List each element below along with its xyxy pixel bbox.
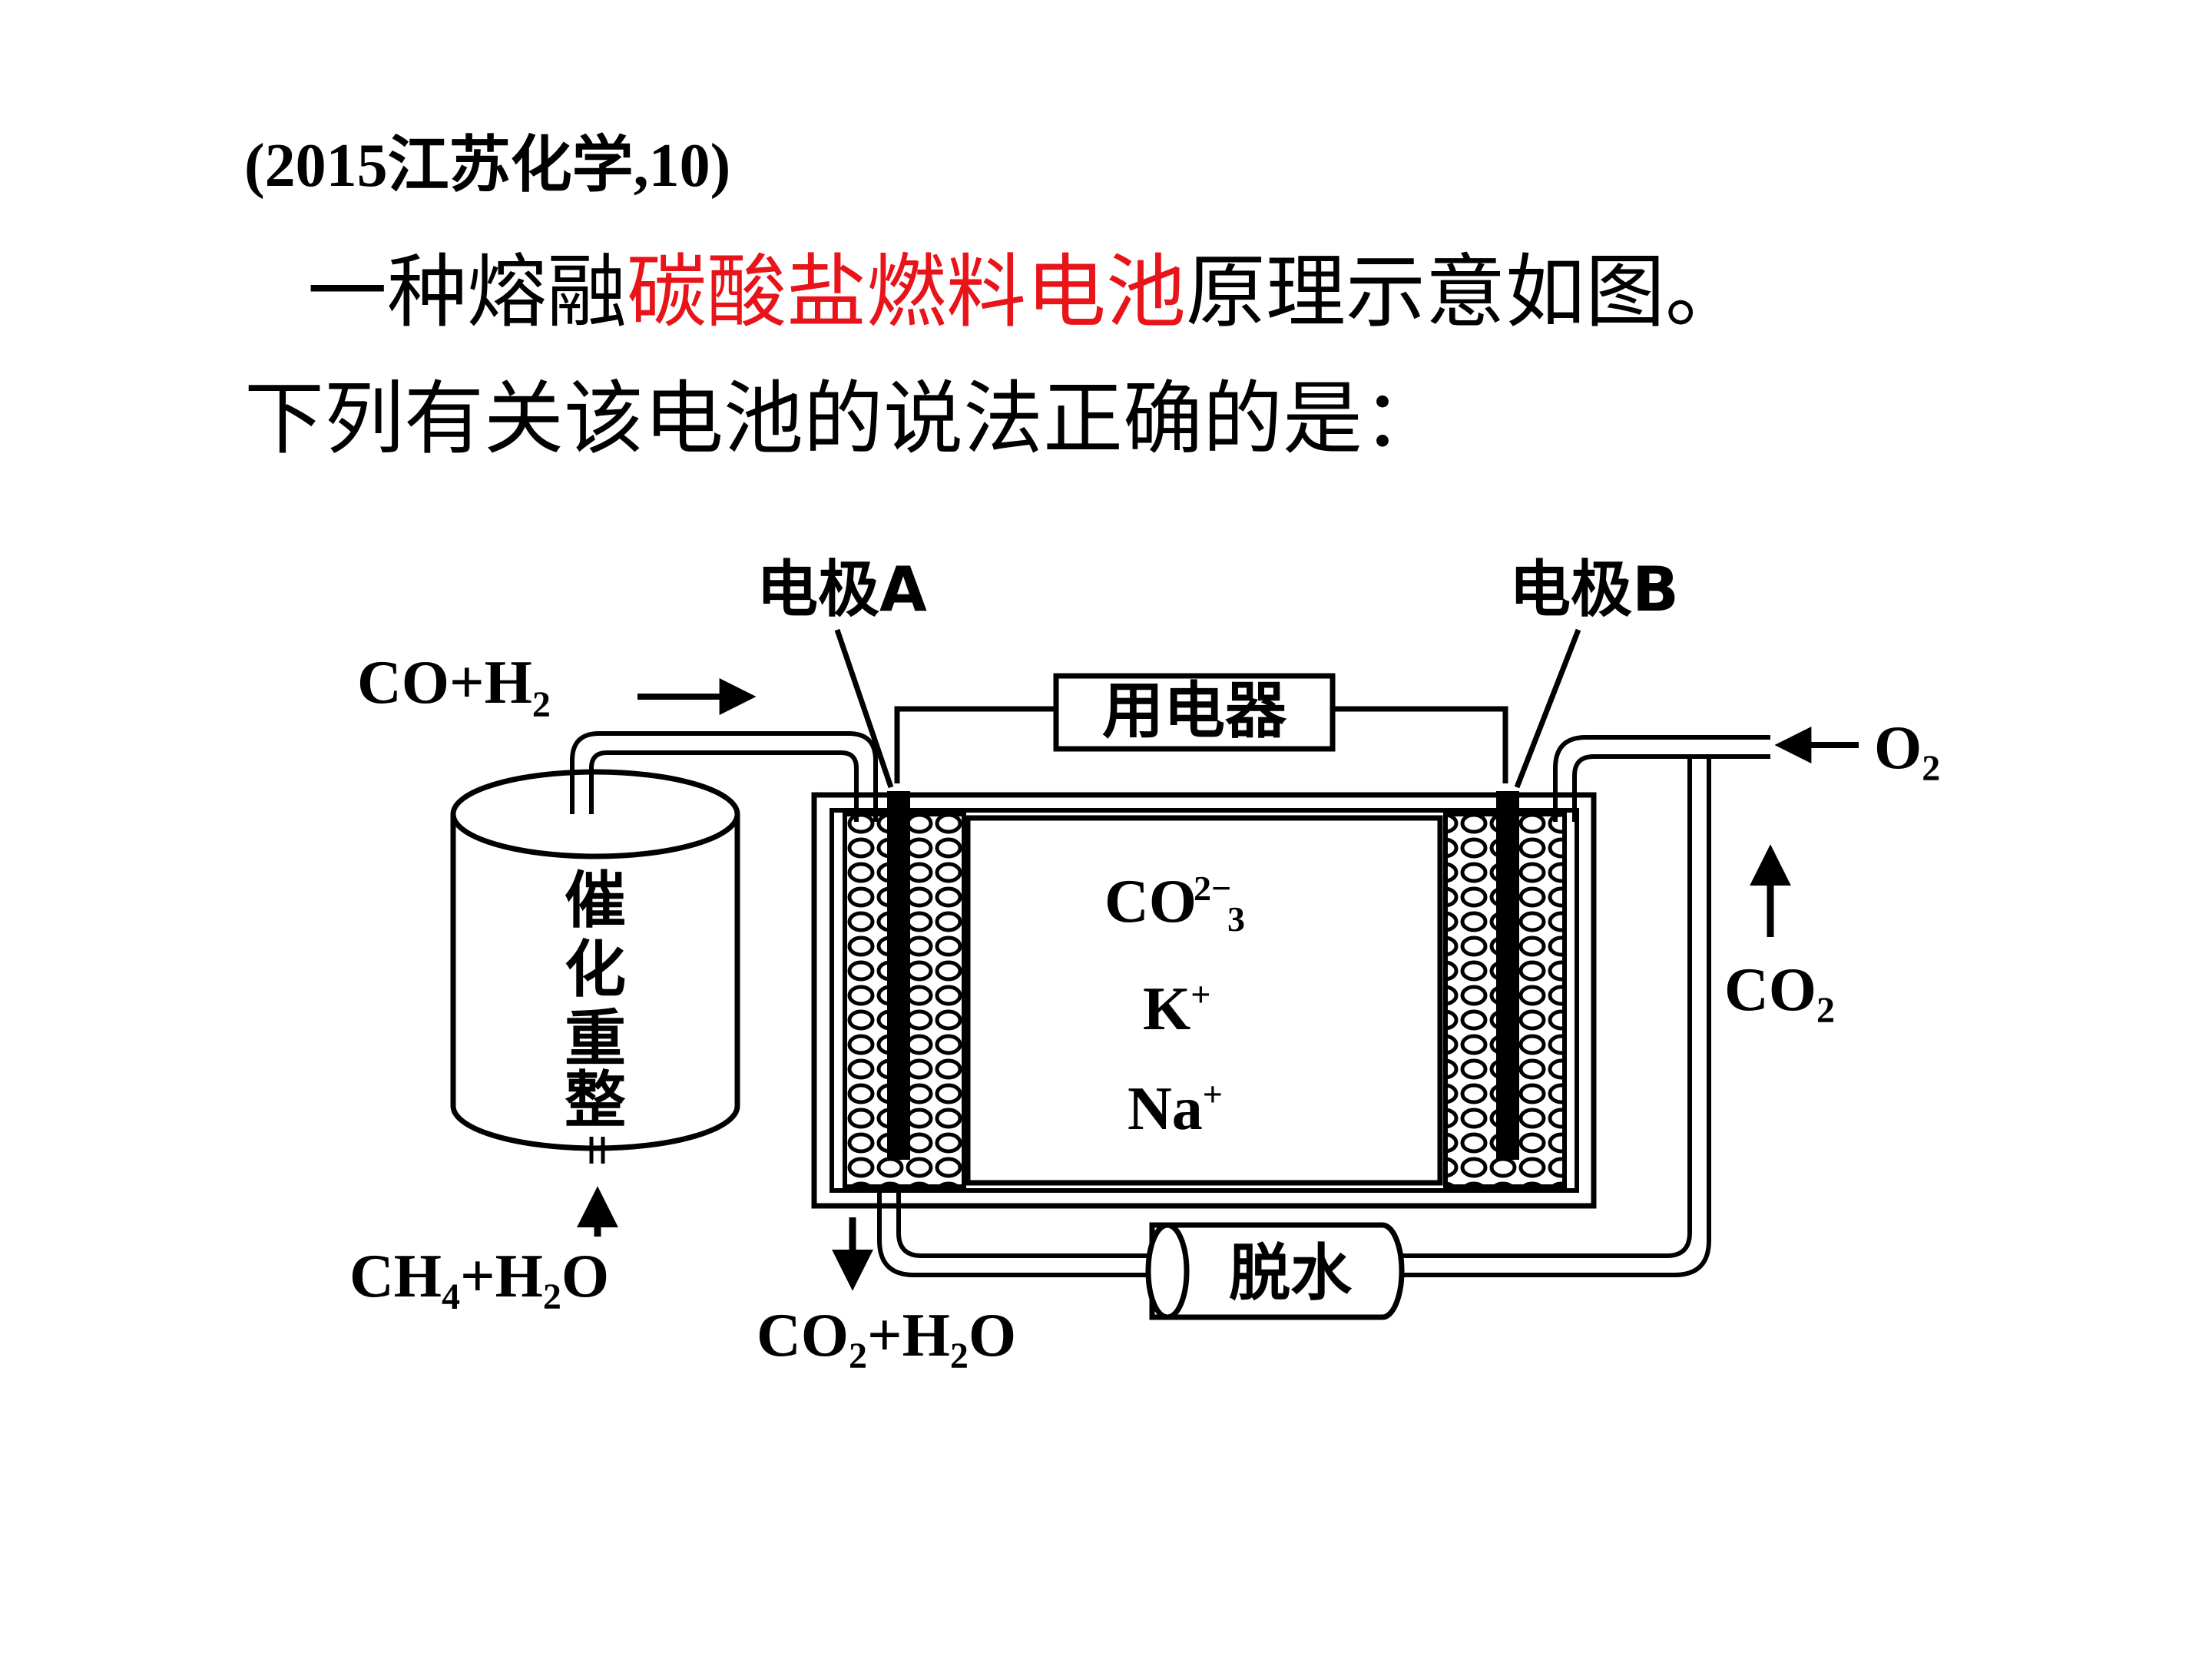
carbonate-ion: CO2−	[1104, 868, 1231, 935]
co-h2-label: CO+H2	[357, 649, 551, 725]
question-source: (2015江苏化学,10)	[244, 132, 731, 200]
question-line-2: 下列有关该电池的说法正确的是：	[244, 372, 1443, 465]
reformer-char-2: 化	[565, 934, 626, 1005]
co2-h2o-label: CO2+H2O	[757, 1302, 1016, 1376]
sodium-ion: Na+	[1128, 1075, 1223, 1143]
circuit-wire-right	[1333, 706, 1508, 783]
question-highlight: 碳酸盐燃料电池	[627, 245, 1187, 339]
pipe-o2-outer	[1553, 735, 1770, 822]
cell-outer-wall	[811, 792, 1597, 1209]
reformer-top	[450, 769, 740, 859]
electrode-a	[887, 791, 910, 1160]
electrode-b	[1496, 791, 1519, 1160]
reformer-char-3: 重	[565, 1003, 626, 1075]
question-line-1-post: 原理示意如图。	[1186, 245, 1746, 339]
pipe-reformer-anode-inner	[589, 750, 859, 822]
cell-inner-wall	[830, 808, 1579, 1193]
appliance-box	[1053, 673, 1336, 752]
pipe-anode-dehydrator-outer	[877, 1187, 1152, 1277]
pipe-anode-dehydrator-inner	[896, 1187, 1152, 1258]
co2-label: CO2	[1724, 956, 1835, 1031]
dehydrator-cap	[1145, 1222, 1190, 1320]
pipe-co2-recycle-inner	[1402, 757, 1692, 1258]
o2-label: O2	[1874, 714, 1940, 789]
dehydrator-label: 脱水	[1229, 1237, 1353, 1309]
question-line-1: 一种熔融碳酸盐燃料电池原理示意如图。	[307, 227, 1745, 343]
reformer-char-1: 催	[565, 865, 626, 936]
reformer-body	[450, 814, 740, 1151]
reformer-char-4: 整	[565, 1065, 626, 1136]
ch4-h2o-label: CH4+H2O	[349, 1243, 609, 1317]
pipe-reformer-anode-outer	[570, 731, 878, 822]
electrolyte-chamber	[965, 815, 1443, 1186]
electrode-b-pointer	[1514, 628, 1581, 789]
question-line-1-pre: 一种熔融	[307, 245, 628, 339]
electrode-a-label: 电极A	[757, 554, 927, 625]
pipe-co2-recycle-outer	[1402, 757, 1711, 1277]
electrode-a-pointer	[834, 628, 894, 789]
carbonate-subscript: 3	[1227, 899, 1245, 939]
potassium-ion: K+	[1143, 975, 1210, 1043]
pipe-o2-inner	[1572, 754, 1770, 822]
dehydrator-body	[1149, 1222, 1405, 1320]
appliance-label: 用电器	[1102, 675, 1287, 747]
circuit-wire-left	[894, 706, 1058, 783]
electrode-b-label: 电极B	[1509, 554, 1679, 625]
